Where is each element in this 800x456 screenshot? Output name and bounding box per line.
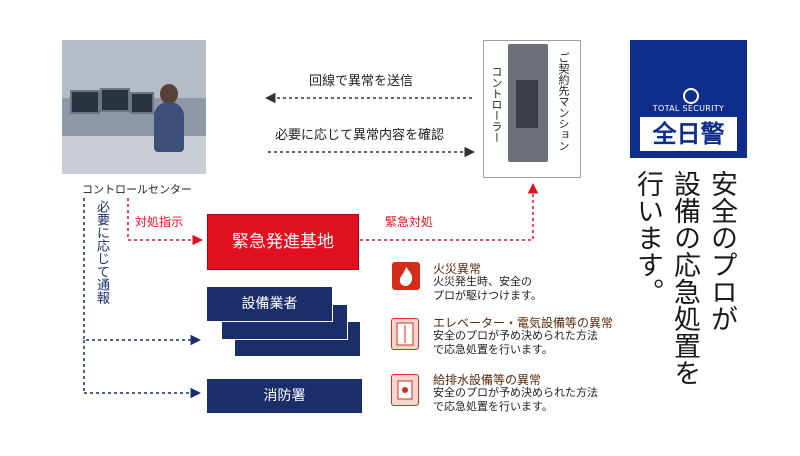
emergency-base-box: 緊急発進基地 bbox=[207, 214, 359, 270]
water-panel-icon bbox=[391, 374, 419, 406]
emergency-label: 緊急対処 bbox=[385, 215, 434, 229]
fire-event-desc-2: プロが駆けつけます。 bbox=[433, 289, 542, 302]
fire-department-box: 消防署 bbox=[207, 379, 362, 413]
confirm-label: 必要に応じて異常内容を確認 bbox=[275, 128, 445, 143]
signal-label: 回線で異常を送信 bbox=[309, 74, 414, 89]
controller-label: コントローラー bbox=[490, 66, 503, 143]
fire-event-desc-1: 火災発生時、安全の bbox=[433, 275, 532, 288]
water-event-desc-2: で応急処置を行います。 bbox=[433, 400, 553, 413]
water-event-desc-1: 安全のプロが予め決められた方法 bbox=[433, 386, 598, 399]
control-center-label: コントロールセンター bbox=[82, 183, 192, 196]
dispatch-label: 対処指示 bbox=[135, 215, 184, 229]
notify-label: 必要に応じて通報 bbox=[94, 200, 109, 304]
fire-icon bbox=[392, 262, 420, 290]
notify-vendor-arrow bbox=[83, 198, 201, 346]
company-logo: TOTAL SECURITY 全日警 bbox=[630, 40, 747, 158]
dispatch-arrow bbox=[127, 198, 203, 246]
controller-device-image bbox=[508, 44, 548, 162]
tagline-col2: 設備の応急処置を bbox=[669, 170, 700, 386]
vendors-box: 設備業者 bbox=[206, 286, 333, 322]
tagline-col3: 行います。 bbox=[632, 170, 663, 305]
fire-event-title: 火災異常 bbox=[433, 262, 482, 276]
elevator-event-title: エレベーター・電気設備等の異常 bbox=[433, 316, 614, 330]
elevator-panel-icon bbox=[391, 318, 419, 350]
tagline-col1: 安全のプロが bbox=[706, 170, 737, 332]
water-event-title: 給排水設備等の異常 bbox=[433, 373, 542, 387]
emblem-icon bbox=[683, 88, 699, 104]
mansion-label: ご契約先マンション bbox=[557, 52, 570, 151]
control-center-photo bbox=[62, 40, 206, 174]
elevator-event-desc-2: で応急処置を行います。 bbox=[433, 343, 553, 356]
elevator-event-desc-1: 安全のプロが予め決められた方法 bbox=[433, 329, 598, 342]
